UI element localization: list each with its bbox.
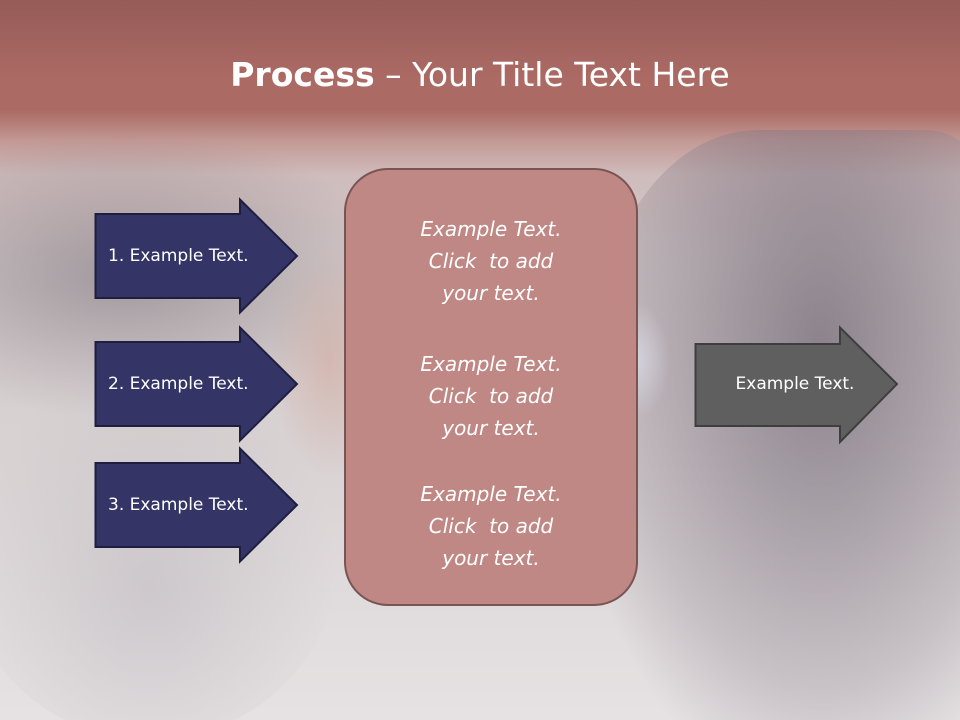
step-arrow-2[interactable] [94, 325, 300, 443]
output-arrow[interactable] [694, 325, 900, 445]
center-text-block-1[interactable]: Example Text. Click to add your text. [344, 213, 638, 309]
center-text-line: Example Text. [420, 352, 562, 376]
center-text-line: Example Text. [420, 482, 562, 506]
center-text-line: your text. [442, 416, 540, 440]
output-arrow-label: Example Text. [735, 374, 855, 394]
center-text-line: Click to add [428, 514, 554, 538]
center-text-line: Click to add [428, 249, 554, 273]
step-arrow-1-label: 1. Example Text. [108, 246, 249, 266]
step-arrow-1-shape [94, 197, 299, 315]
center-text-line: Example Text. [420, 217, 562, 241]
step-arrow-2-shape [94, 325, 299, 443]
step-arrow-3-label: 3. Example Text. [108, 495, 249, 515]
step-arrow-1[interactable] [94, 197, 300, 315]
step-arrow-3[interactable] [94, 446, 300, 564]
center-text-block-3[interactable]: Example Text. Click to add your text. [344, 478, 638, 574]
slide-title[interactable]: Process – Your Title Text Here [0, 52, 960, 98]
step-arrow-2-label: 2. Example Text. [108, 374, 249, 394]
center-text-block-2[interactable]: Example Text. Click to add your text. [344, 348, 638, 444]
title-rest-part: – Your Title Text Here [374, 55, 730, 94]
step-arrow-3-shape [94, 446, 299, 564]
center-text-line: your text. [442, 546, 540, 570]
output-arrow-shape [694, 325, 899, 445]
title-bold-part: Process [230, 55, 375, 94]
center-text-line: Click to add [428, 384, 554, 408]
center-process-box[interactable] [344, 168, 638, 606]
center-text-line: your text. [442, 281, 540, 305]
